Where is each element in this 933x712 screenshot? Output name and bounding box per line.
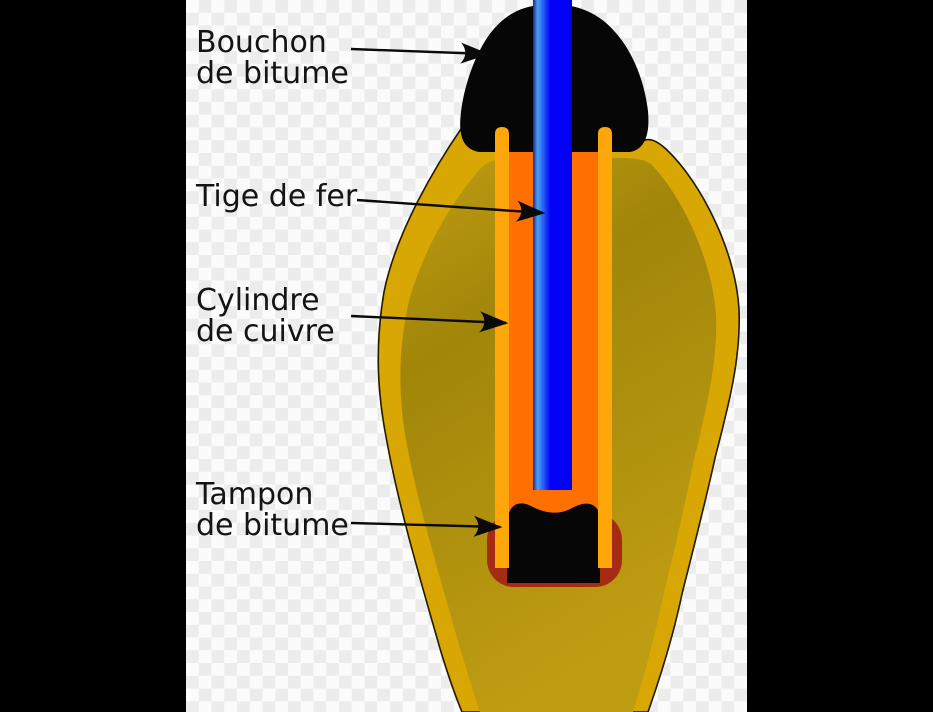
label-line: de bitume (196, 508, 349, 543)
label-line: Tampon (196, 477, 314, 512)
annotation-arrows (350, 42, 546, 537)
arrow-bouchon (350, 42, 490, 64)
label-line: de bitume (196, 56, 349, 91)
label-line: de cuivre (196, 314, 335, 349)
label-line: Cylindre (196, 283, 320, 318)
label-cylindre-de-cuivre: Cylindre de cuivre (196, 285, 335, 347)
iron-rod (533, 0, 572, 490)
label-bouchon-de-bitume: Bouchon de bitume (196, 27, 349, 89)
label-line: Tige de fer (196, 179, 358, 214)
label-tige-de-fer: Tige de fer (196, 181, 357, 212)
copper-cylinder-left-wall (495, 127, 509, 568)
letterbox-right (747, 0, 933, 712)
bitumen-pad (507, 503, 600, 583)
label-tampon-de-bitume: Tampon de bitume (196, 479, 349, 541)
letterbox-left (0, 0, 186, 712)
arrow-tige (356, 198, 546, 222)
arrow-tampon (350, 515, 503, 537)
label-line: Bouchon (196, 25, 327, 60)
copper-cylinder-right-wall (598, 127, 612, 568)
arrow-cylindre (350, 311, 509, 333)
